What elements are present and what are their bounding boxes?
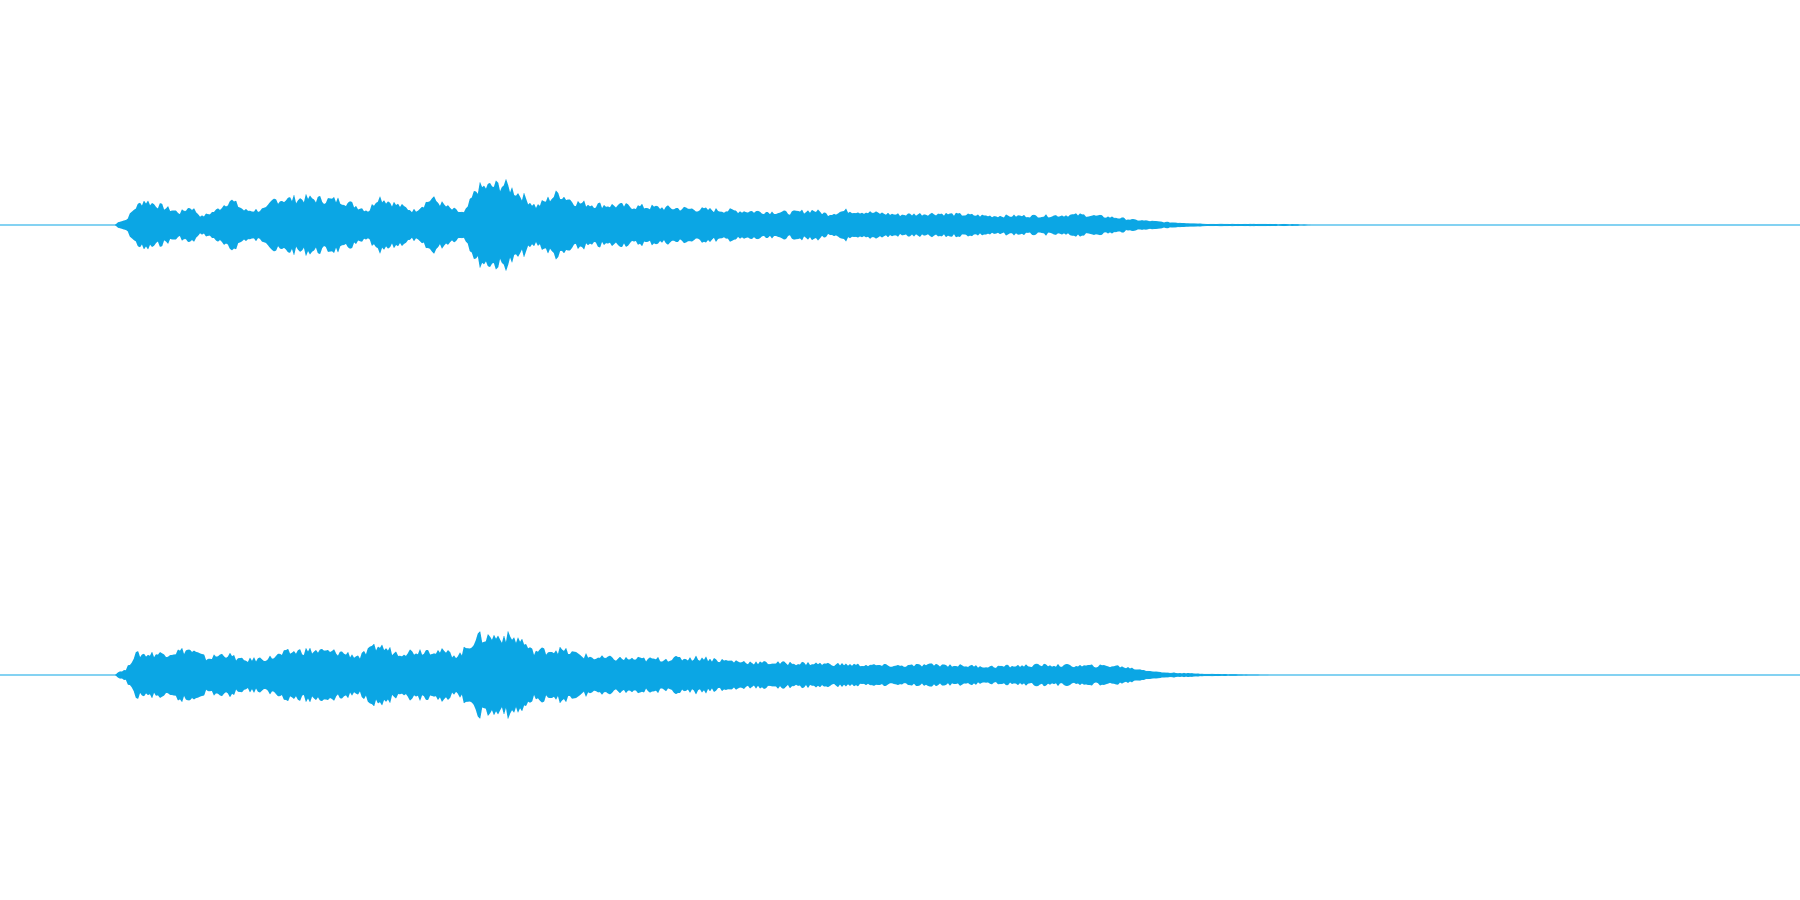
waveform-left <box>0 178 1800 272</box>
waveform-svg-right <box>0 630 1800 720</box>
waveform-channel-left <box>0 178 1800 272</box>
waveform-svg-left <box>0 178 1800 272</box>
waveform-right <box>0 630 1800 720</box>
waveform-channel-right <box>0 450 1800 900</box>
